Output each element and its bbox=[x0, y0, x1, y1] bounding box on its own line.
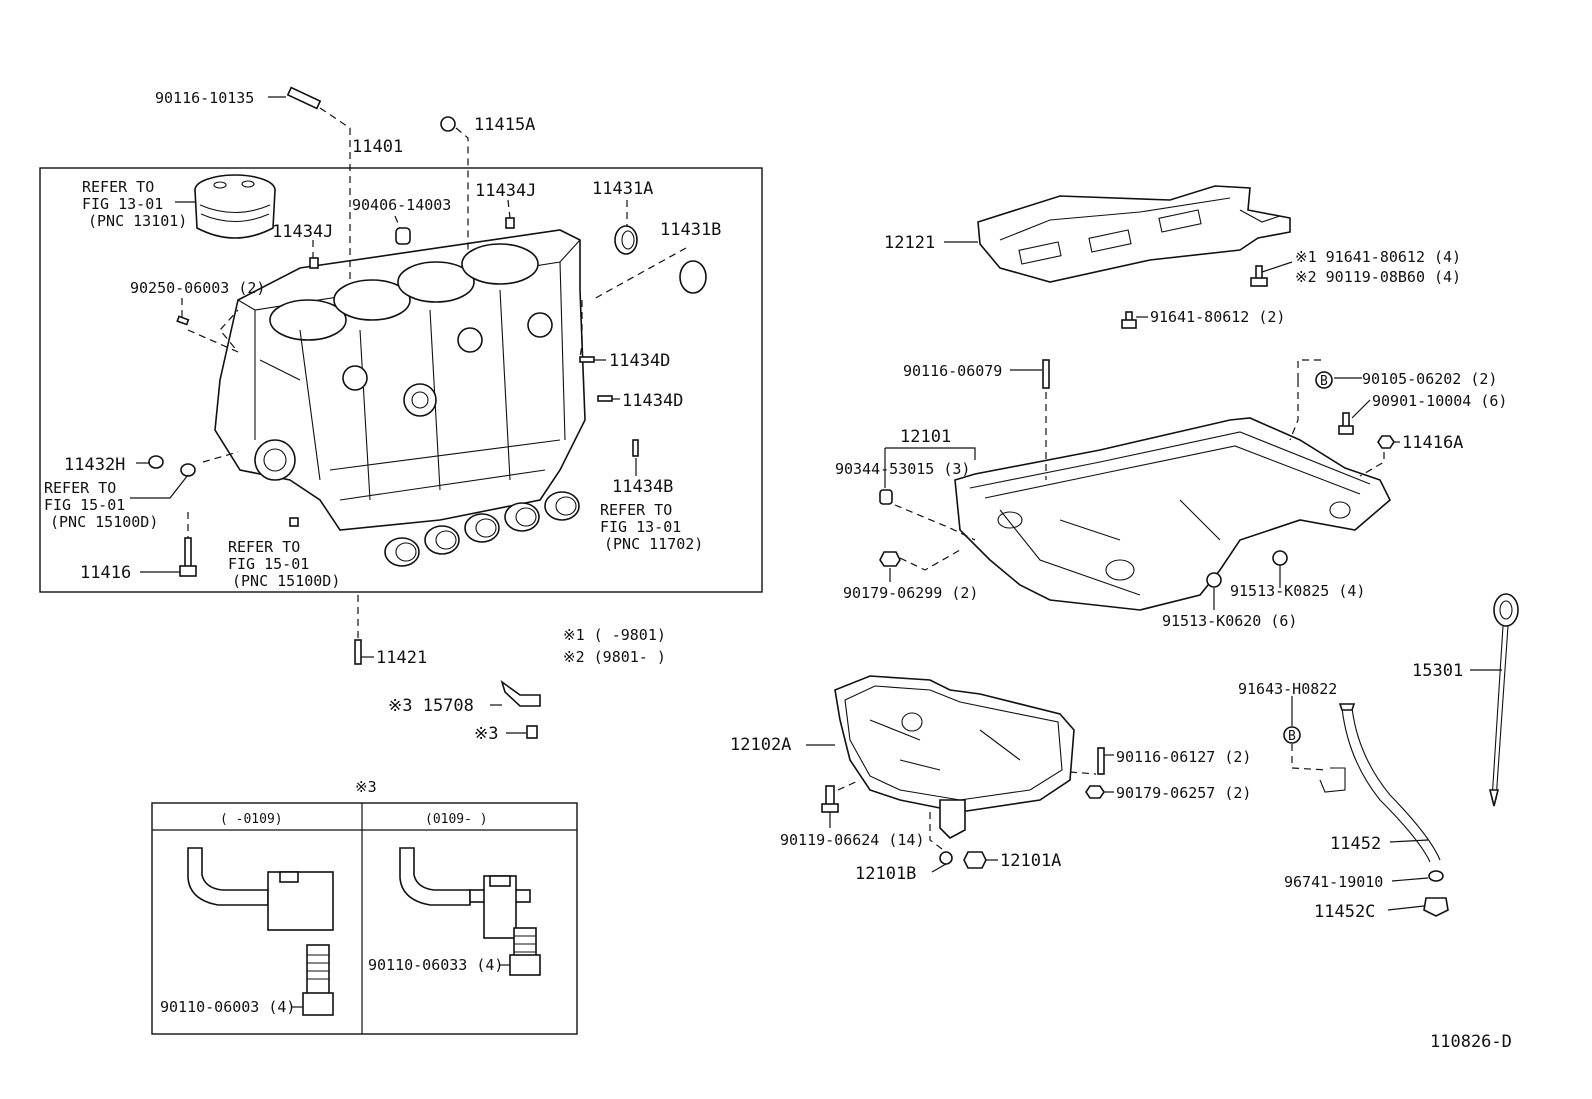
label-star3: ※3 bbox=[474, 724, 498, 744]
label-refer-fig15-3: (PNC 15100D) bbox=[50, 513, 158, 531]
circle-b-label-2: B bbox=[1288, 729, 1296, 744]
label-90110-06003: 90110-06003 (4) bbox=[160, 998, 295, 1016]
label-90105-06202: 90105-06202 (2) bbox=[1362, 370, 1497, 388]
oil-pan-upper-drawing: B 12101 90116-06079 90344-53015 (3) 9017… bbox=[835, 359, 1507, 630]
label-90901-10004: 90901-10004 (6) bbox=[1372, 392, 1507, 410]
label-90116-06127: 90116-06127 (2) bbox=[1116, 748, 1251, 766]
leader-lines-block bbox=[130, 96, 687, 658]
label-90119-08B60-4: ※2 90119-08B60 (4) bbox=[1295, 268, 1461, 286]
label-refer-fig15b-1: REFER TO bbox=[228, 538, 300, 556]
label-90116-10135: 90116-10135 bbox=[155, 89, 254, 107]
label-12121: 12121 bbox=[884, 233, 935, 253]
inset-title: ※3 bbox=[355, 778, 377, 796]
label-90119-06624: 90119-06624 (14) bbox=[780, 831, 925, 849]
block-small-parts bbox=[148, 86, 707, 665]
label-refer-bearing-3: (PNC 11702) bbox=[604, 535, 703, 553]
crank-bearings-drawing bbox=[384, 491, 580, 567]
label-refer-fig15b-3: (PNC 15100D) bbox=[232, 572, 340, 590]
label-11434D-b: 11434D bbox=[622, 391, 683, 411]
label-refer-piston-1: REFER TO bbox=[82, 178, 154, 196]
label-90406-14003: 90406-14003 bbox=[352, 196, 451, 214]
label-11434B: 11434B bbox=[612, 477, 673, 497]
label-refer-fig15b-2: FIG 15-01 bbox=[228, 555, 309, 573]
label-refer-piston-3: (PNC 13101) bbox=[88, 212, 187, 230]
label-12101: 12101 bbox=[900, 427, 951, 447]
label-11421: 11421 bbox=[376, 648, 427, 668]
label-note-2: ※2 (9801- ) bbox=[563, 648, 666, 666]
label-note-1: ※1 ( -9801) bbox=[563, 626, 666, 644]
label-11416A: 11416A bbox=[1402, 433, 1463, 453]
label-11416: 11416 bbox=[80, 563, 131, 583]
label-91643-H0822: 91643-H0822 bbox=[1238, 680, 1337, 698]
label-refer-fig15-1: REFER TO bbox=[44, 479, 116, 497]
label-90179-06299: 90179-06299 (2) bbox=[843, 584, 978, 602]
label-11452: 11452 bbox=[1330, 834, 1381, 854]
label-90250-06003: 90250-06003 (2) bbox=[130, 279, 265, 297]
label-refer-bearing-2: FIG 13-01 bbox=[600, 518, 681, 536]
label-11431B: 11431B bbox=[660, 220, 721, 240]
dipstick-guide-drawing: B 91643-H0822 11452 96741-19010 11452C bbox=[1238, 680, 1449, 922]
label-90110-06033: 90110-06033 (4) bbox=[368, 956, 503, 974]
figure-code: 110826-D bbox=[1430, 1032, 1512, 1052]
label-96741-19010: 96741-19010 bbox=[1284, 873, 1383, 891]
label-91641-80612-2: 91641-80612 (2) bbox=[1150, 308, 1285, 326]
label-90116-06079: 90116-06079 bbox=[903, 362, 1002, 380]
label-11401: 11401 bbox=[352, 137, 403, 157]
label-11415A: 11415A bbox=[474, 115, 535, 135]
label-90344-53015: 90344-53015 (3) bbox=[835, 460, 970, 478]
oil-jet-15708-drawing: ※3 15708 ※3 bbox=[388, 679, 541, 744]
labels-block: 90116-10135 11415A 11401 REFER TO FIG 13… bbox=[44, 89, 721, 668]
circle-b-label-1: B bbox=[1320, 374, 1328, 389]
label-11431A: 11431A bbox=[592, 179, 653, 199]
label-11434J-a: 11434J bbox=[272, 222, 333, 242]
label-15708: ※3 15708 bbox=[388, 696, 474, 716]
label-refer-fig15-2: FIG 15-01 bbox=[44, 496, 125, 514]
label-90179-06257: 90179-06257 (2) bbox=[1116, 784, 1251, 802]
baffle-plate-drawing: 12121 ※1 91641-80612 (4) ※2 90119-08B60 … bbox=[884, 185, 1461, 329]
label-11434D-a: 11434D bbox=[609, 351, 670, 371]
label-12102A: 12102A bbox=[730, 735, 791, 755]
cylinder-block-drawing bbox=[214, 229, 586, 531]
inset-col1-header: ( -0109) bbox=[220, 812, 283, 827]
oil-pan-lower-drawing: 12102A 90116-06127 (2) 90179-06257 (2) 9… bbox=[730, 675, 1251, 884]
label-12101A: 12101A bbox=[1000, 851, 1061, 871]
label-11452C: 11452C bbox=[1314, 902, 1375, 922]
label-91513-K0620: 91513-K0620 (6) bbox=[1162, 612, 1297, 630]
dipstick-drawing: 15301 bbox=[1412, 593, 1519, 807]
label-91641-80612-4: ※1 91641-80612 (4) bbox=[1295, 248, 1461, 266]
inset-col2-header: (0109- ) bbox=[425, 812, 488, 827]
label-91513-K0825: 91513-K0825 (4) bbox=[1230, 582, 1365, 600]
label-11432H: 11432H bbox=[64, 455, 125, 475]
label-15301: 15301 bbox=[1412, 661, 1463, 681]
label-12101B: 12101B bbox=[855, 864, 916, 884]
label-refer-piston-2: FIG 13-01 bbox=[82, 195, 163, 213]
inset-variant-table: ※3 ( -0109) (0109- ) 90110-06003 (4) 901… bbox=[151, 778, 578, 1035]
label-refer-bearing-1: REFER TO bbox=[600, 501, 672, 519]
piston-drawing bbox=[194, 174, 276, 239]
label-11434J-b: 11434J bbox=[475, 181, 536, 201]
cylinder-block-box bbox=[39, 167, 763, 593]
